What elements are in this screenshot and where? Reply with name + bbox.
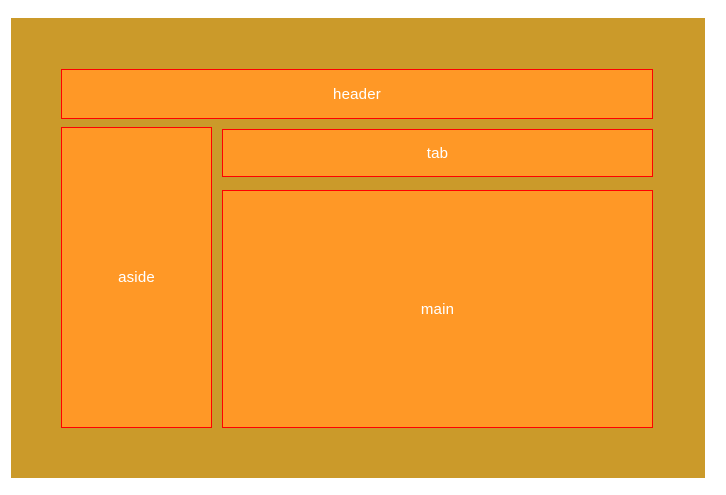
region-tab-label: tab (426, 144, 449, 162)
region-aside[interactable]: aside (61, 127, 212, 428)
page-panel: header aside tab main (11, 18, 705, 478)
region-main-label: main (420, 300, 455, 318)
region-header-label: header (333, 85, 381, 103)
region-aside-label: aside (118, 269, 155, 286)
region-tab[interactable]: tab (222, 129, 653, 177)
region-header[interactable]: header (61, 69, 653, 119)
region-main[interactable]: main (222, 190, 653, 428)
